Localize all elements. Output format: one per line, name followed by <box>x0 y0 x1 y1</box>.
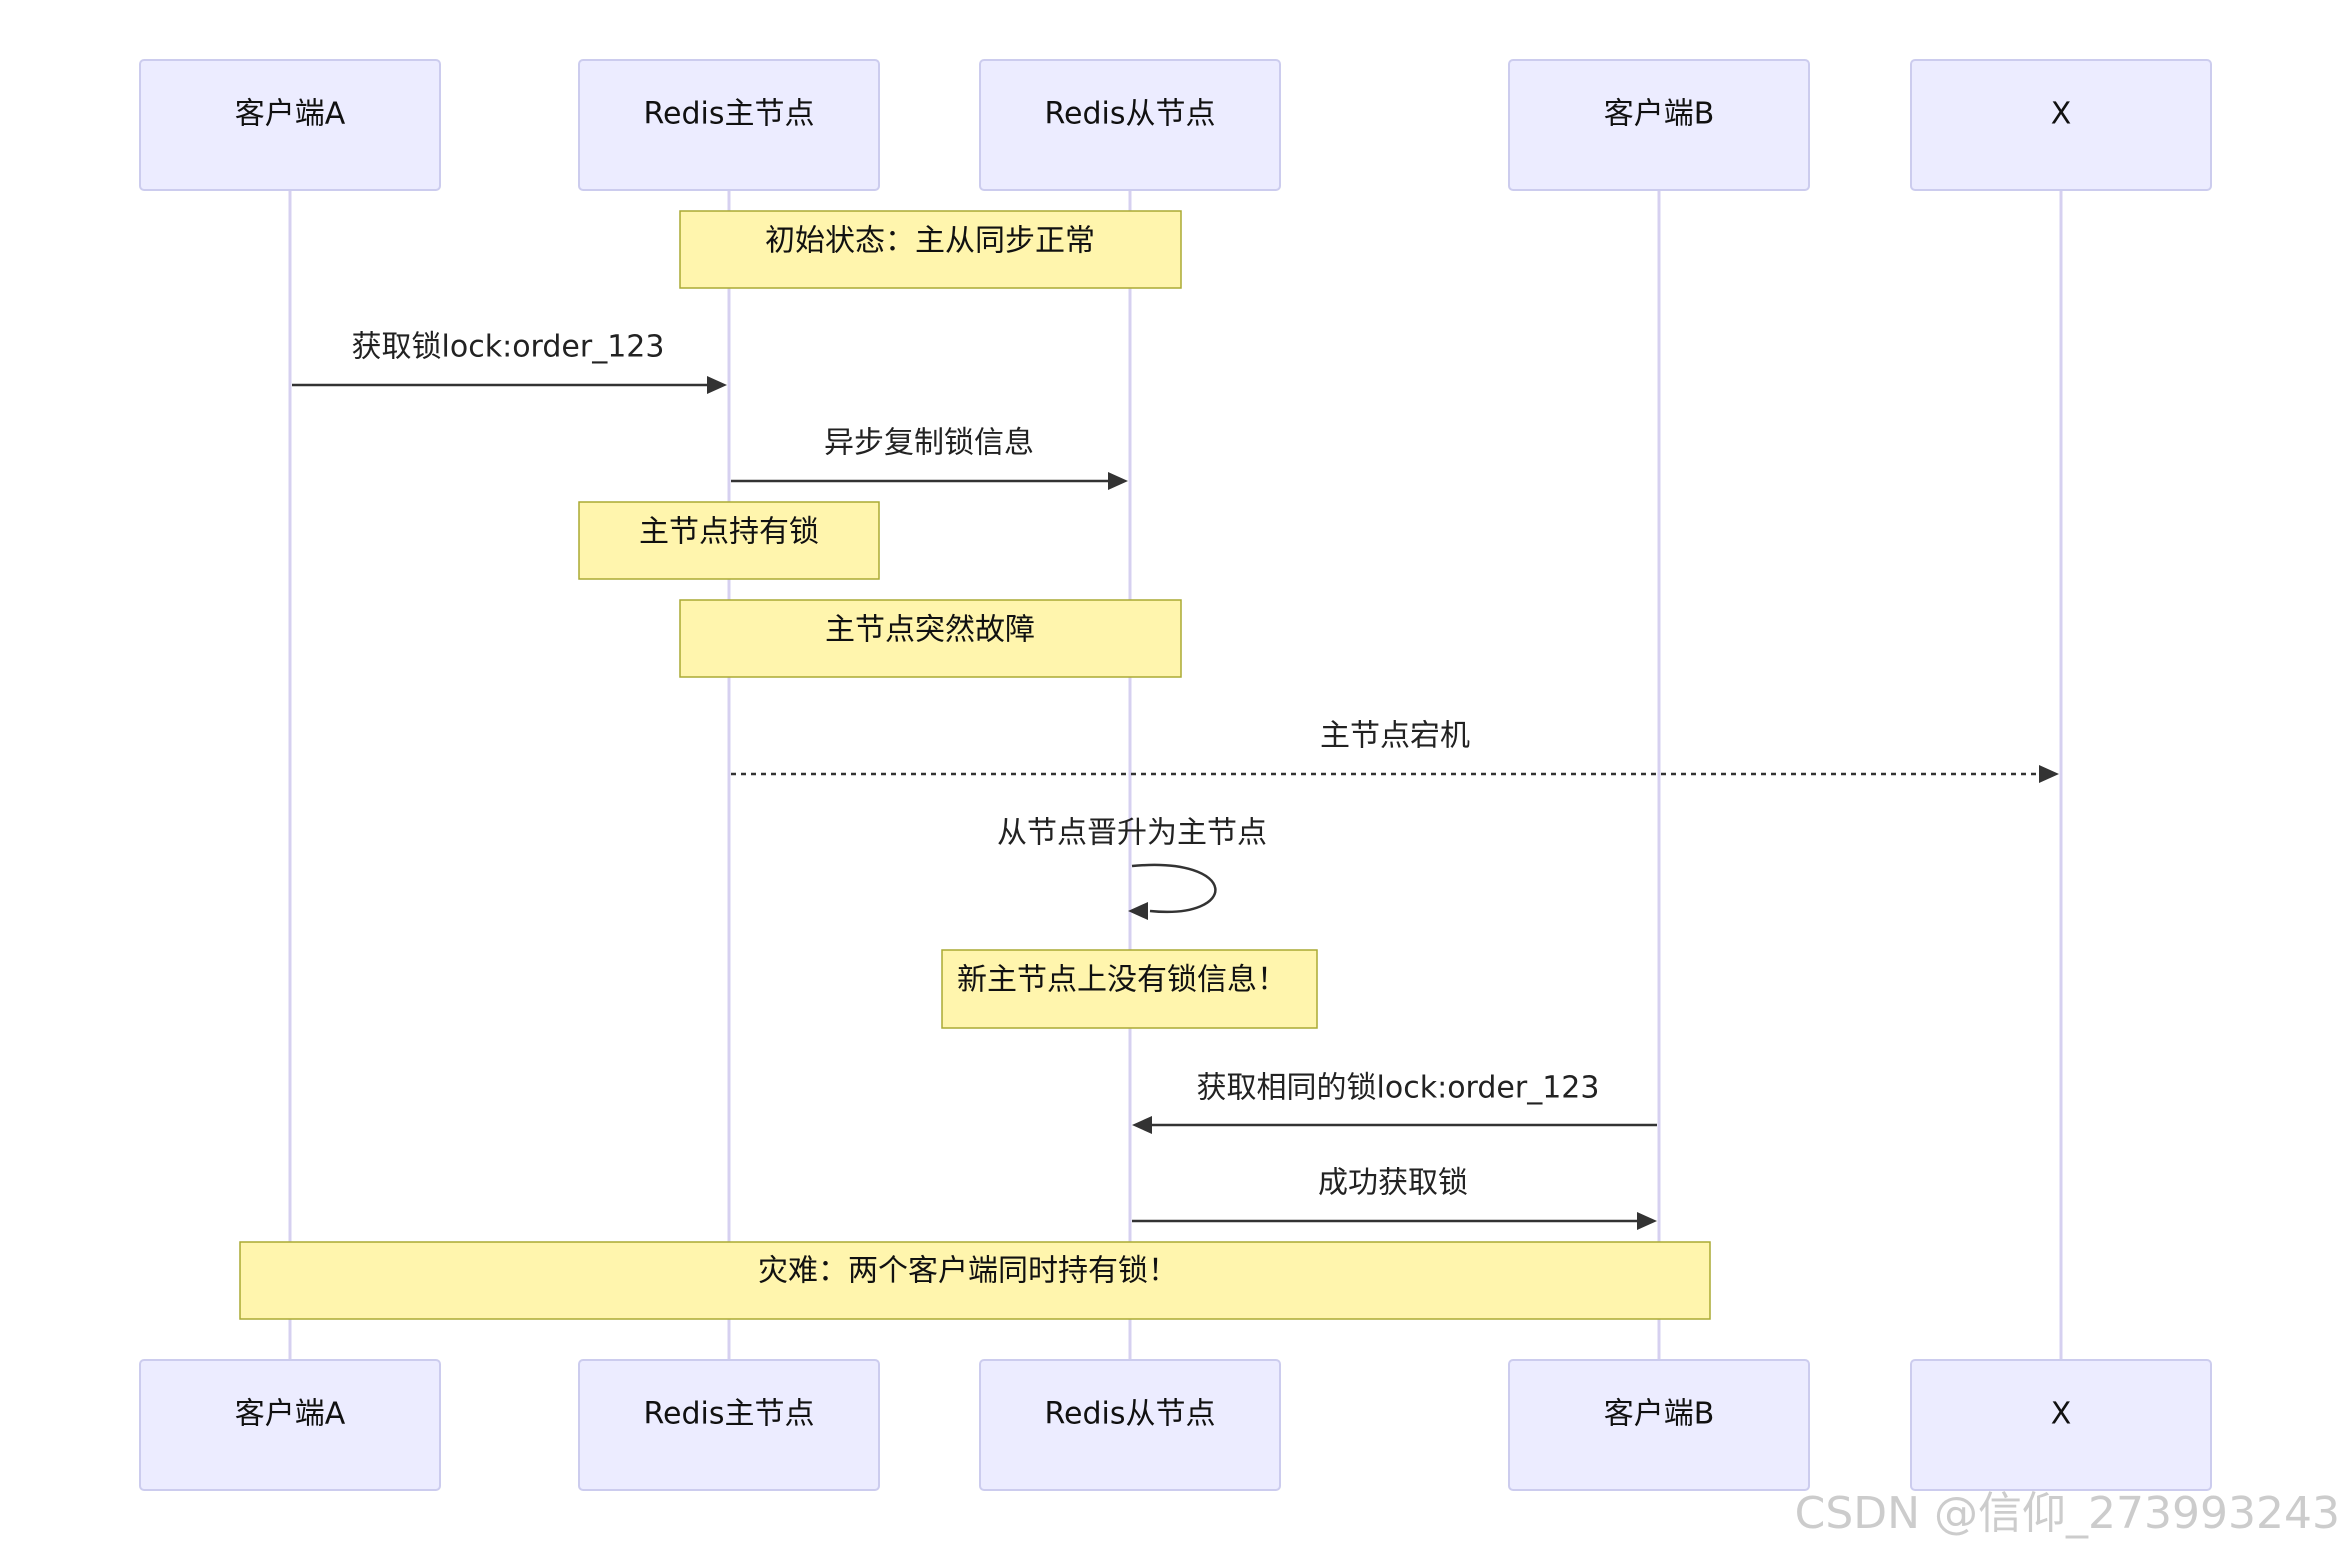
arrowhead-icon <box>1108 472 1128 490</box>
note-text: 初始状态：主从同步正常 <box>765 224 1095 259</box>
arrowhead-icon <box>707 376 727 394</box>
message-lock-acquired: 成功获取锁 <box>1132 1166 1657 1230</box>
actor-label: 客户端B <box>1604 97 1715 132</box>
note-text: 新主节点上没有锁信息！ <box>957 963 1287 998</box>
actor-label: Redis主节点 <box>644 1397 815 1432</box>
message-async-replicate: 异步复制锁信息 <box>731 426 1128 490</box>
arrowhead-icon <box>2039 765 2059 783</box>
note-disaster: 灾难：两个客户端同时持有锁！ <box>239 1241 1711 1320</box>
actor-redis-master-bottom[interactable]: Redis主节点 <box>578 1359 880 1491</box>
note-no-lock-info: 新主节点上没有锁信息！ <box>941 949 1318 1029</box>
message-label: 成功获取锁 <box>1318 1166 1468 1201</box>
actor-client-a-bottom[interactable]: 客户端A <box>139 1359 441 1491</box>
message-acquire-lock: 获取锁lock:order_123 <box>292 330 727 394</box>
message-label: 异步复制锁信息 <box>824 426 1034 461</box>
note-master-holds-lock: 主节点持有锁 <box>578 501 880 580</box>
actor-x-top[interactable]: X <box>1910 59 2212 191</box>
note-text: 灾难：两个客户端同时持有锁！ <box>758 1254 1178 1289</box>
actor-client-b-top[interactable]: 客户端B <box>1508 59 1810 191</box>
note-master-failure: 主节点突然故障 <box>679 599 1182 678</box>
csdn-watermark: CSDN @信仰_273993243 <box>1795 1488 2340 1539</box>
actor-x-bottom[interactable]: X <box>1910 1359 2212 1491</box>
message-slave-promoted: 从节点晋升为主节点 <box>997 816 1267 920</box>
actor-label: 客户端A <box>235 1397 346 1432</box>
message-label: 主节点宕机 <box>1320 719 1470 754</box>
message-label: 获取锁lock:order_123 <box>352 330 665 365</box>
actor-label: X <box>2051 97 2072 132</box>
message-acquire-same-lock: 获取相同的锁lock:order_123 <box>1132 1071 1657 1134</box>
actor-redis-master-top[interactable]: Redis主节点 <box>578 59 880 191</box>
actor-client-a-top[interactable]: 客户端A <box>139 59 441 191</box>
note-text: 主节点持有锁 <box>639 515 819 550</box>
actor-label: 客户端A <box>235 97 346 132</box>
message-label: 获取相同的锁lock:order_123 <box>1197 1071 1600 1106</box>
arrowhead-icon <box>1637 1212 1657 1230</box>
actor-label: Redis主节点 <box>644 97 815 132</box>
note-text: 主节点突然故障 <box>825 613 1035 648</box>
message-label: 从节点晋升为主节点 <box>997 816 1267 851</box>
actor-label: 客户端B <box>1604 1397 1715 1432</box>
message-master-down: 主节点宕机 <box>731 719 2059 783</box>
actor-redis-slave-top[interactable]: Redis从节点 <box>979 59 1281 191</box>
actor-label: Redis从节点 <box>1045 1397 1216 1432</box>
actor-label: X <box>2051 1397 2072 1432</box>
arrowhead-icon <box>1128 902 1148 920</box>
actor-client-b-bottom[interactable]: 客户端B <box>1508 1359 1810 1491</box>
arrowhead-icon <box>1132 1116 1152 1134</box>
actor-label: Redis从节点 <box>1045 97 1216 132</box>
note-initial-state: 初始状态：主从同步正常 <box>679 210 1182 289</box>
actor-redis-slave-bottom[interactable]: Redis从节点 <box>979 1359 1281 1491</box>
